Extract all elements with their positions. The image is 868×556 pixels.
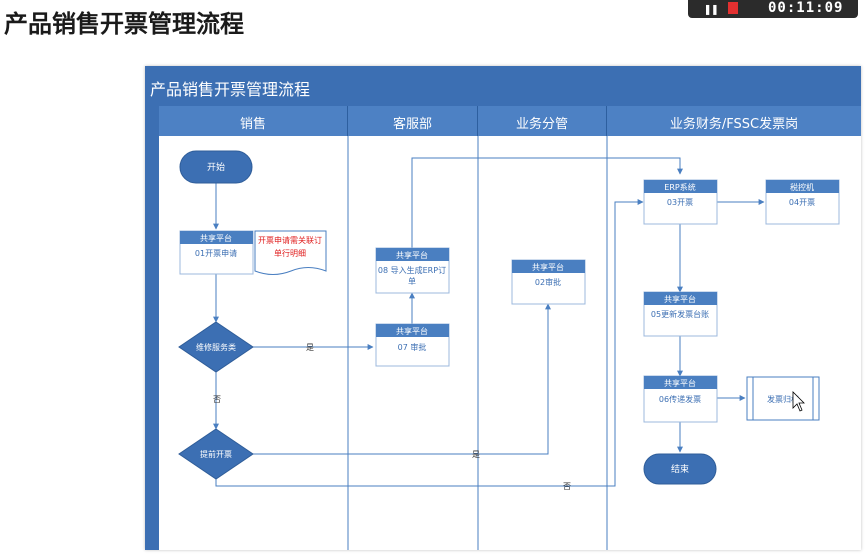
node-start-label: 开始 [207, 161, 225, 173]
edge-label-yes-2: 是 [472, 450, 480, 459]
node-03-header: ERP系统 [664, 182, 695, 192]
decision-advance-invoice: 提前开票 [178, 428, 254, 480]
node-06-header: 共享平台 [664, 378, 696, 388]
edge-d2-03 [215, 199, 644, 487]
lane-header-business-supervisor: 业务分管 [478, 106, 607, 136]
decision-advance-label: 提前开票 [200, 449, 232, 459]
slide-header: 产品销售开票管理流程 [145, 66, 861, 106]
flowchart-canvas: 是 否 是 否 开始 结束 共享平台 01开票申请 开票申请需关联订 单行明细 [178, 136, 840, 550]
node-02-header: 共享平台 [532, 262, 564, 272]
node-02-body: 02审批 [535, 277, 561, 287]
edge-label-no-2: 否 [563, 482, 571, 491]
node-04-header: 税控机 [790, 182, 814, 192]
note-line-1: 开票申请需关联订 [258, 235, 322, 245]
decision-repair-label: 维修服务类 [196, 342, 236, 352]
node-01-apply: 共享平台 01开票申请 [179, 230, 254, 275]
node-08-body-2: 单 [408, 276, 416, 286]
note-line-2: 单行明细 [274, 248, 306, 258]
pause-icon[interactable]: ❚❚ [704, 2, 719, 16]
node-01-body: 01开票申请 [195, 248, 237, 258]
lane-label: 销售 [239, 117, 266, 132]
note-document: 开票申请需关联订 单行明细 [254, 230, 327, 275]
edge-label-no-1: 否 [213, 395, 221, 404]
node-start: 开始 [179, 150, 253, 184]
lane-header-sales: 销售 [159, 106, 348, 136]
node-05-body: 05更新发票台账 [651, 309, 709, 319]
lane-label: 业务财务/FSSC发票岗 [669, 117, 799, 132]
lane-header-customer-service: 客服部 [348, 106, 478, 136]
node-04-tax-invoice: 税控机 04开票 [765, 179, 840, 225]
node-08-header: 共享平台 [396, 250, 428, 260]
node-03-body: 03开票 [667, 198, 693, 207]
node-08-import-erp: 共享平台 08 导入生成ERP订 单 [375, 247, 450, 294]
lane-label: 业务分管 [515, 117, 568, 132]
recording-toolbar: ❚❚ 00:11:09 [688, 0, 858, 18]
node-06-deliver-invoice: 共享平台 06传递发票 [643, 375, 718, 423]
lane-label: 客服部 [392, 117, 432, 132]
decision-repair-service: 维修服务类 [178, 321, 254, 373]
node-07-approve: 共享平台 07 审批 [375, 323, 450, 367]
node-03-erp-invoice: ERP系统 03开票 [643, 179, 718, 225]
node-05-update-ledger: 共享平台 05更新发票台账 [643, 291, 718, 337]
node-04-body: 04开票 [789, 198, 815, 207]
node-archive-label: 发票归档 [767, 394, 799, 404]
node-end: 结束 [643, 453, 717, 485]
node-01-header: 共享平台 [200, 233, 232, 243]
stop-record-icon[interactable] [728, 2, 738, 14]
edge-label-yes-1: 是 [306, 343, 314, 352]
node-05-header: 共享平台 [664, 294, 696, 304]
node-08-body-1: 08 导入生成ERP订 [378, 265, 446, 275]
mouse-cursor-icon [792, 391, 805, 412]
slide-title: 产品销售开票管理流程 [150, 80, 311, 99]
node-06-body: 06传递发票 [659, 394, 701, 404]
lane-header-finance: 业务财务/FSSC发票岗 [607, 106, 861, 136]
lane-dividers [347, 136, 608, 550]
node-end-label: 结束 [671, 463, 689, 475]
edge-08-03 [411, 157, 683, 248]
node-02-approve: 共享平台 02审批 [511, 259, 586, 305]
flowchart-slide: 产品销售开票管理流程 销售 客服部 业务分管 业务财务/FSSC发票岗 [145, 66, 861, 550]
connectors [213, 157, 765, 487]
edge-d2-02 [253, 303, 551, 455]
node-07-header: 共享平台 [396, 326, 428, 336]
node-archive: 发票归档 [746, 376, 820, 421]
slide-left-bar [145, 106, 159, 550]
node-07-body: 07 审批 [398, 342, 427, 352]
page-title: 产品销售开票管理流程 [4, 10, 244, 38]
recording-timer: 00:11:09 [768, 0, 844, 16]
